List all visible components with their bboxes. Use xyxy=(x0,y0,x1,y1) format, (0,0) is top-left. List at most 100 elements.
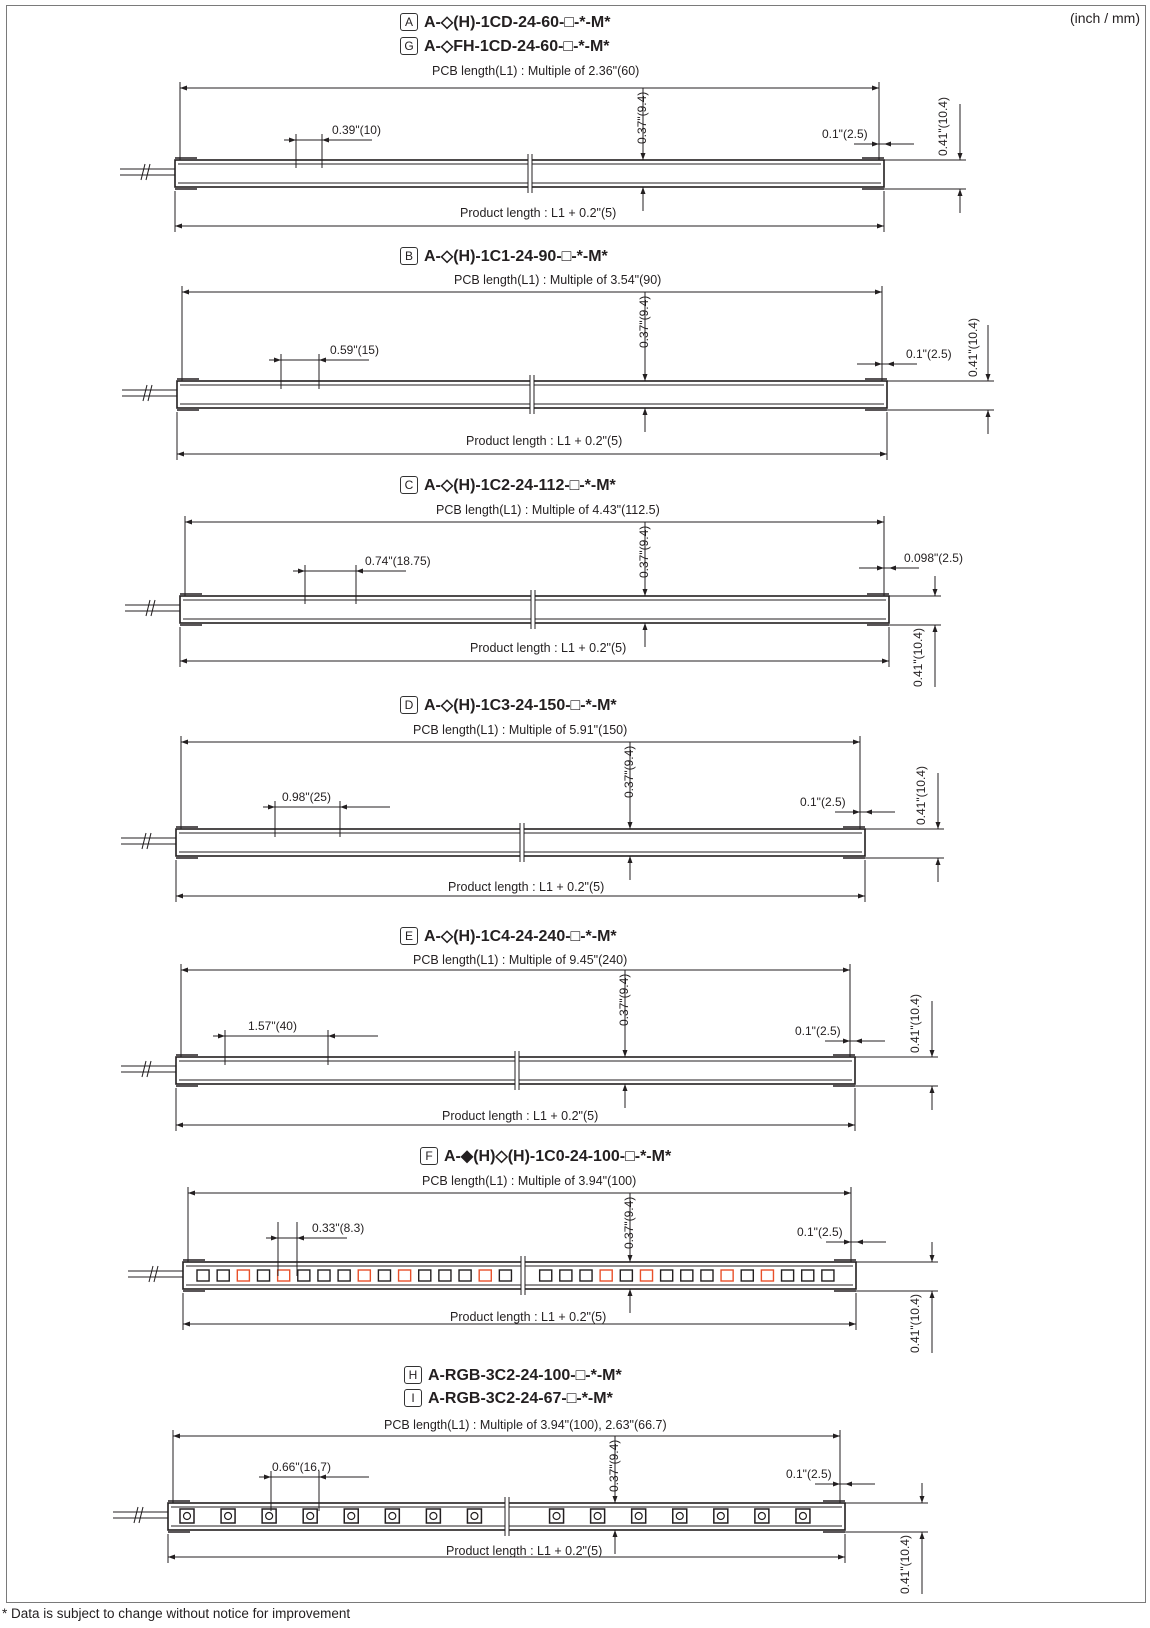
led-lens xyxy=(429,1511,438,1521)
section-f-h2-arrow-top xyxy=(929,1255,935,1262)
section-b-pcb-dim-arrow-left xyxy=(182,289,189,295)
led-chip xyxy=(478,1269,492,1282)
led-chip xyxy=(821,1269,835,1282)
model-code: A-◇(H)-1C4-24-240-□-*-M* xyxy=(424,928,617,945)
section-b-h1-arrow-top xyxy=(642,374,648,381)
section-d-pcb-dim-arrow-right xyxy=(853,739,860,745)
led-lens xyxy=(675,1511,684,1521)
section-e-cable-break-2 xyxy=(146,1060,152,1078)
section-a-h2-arrow-bottom xyxy=(957,189,963,196)
led-lens xyxy=(388,1511,397,1521)
section-h-pitch-arrow-right xyxy=(319,1474,326,1480)
section-h-product-length: Product length : L1 + 0.2"(5) xyxy=(446,1544,603,1558)
led-chip xyxy=(780,1269,795,1282)
led-chip xyxy=(397,1269,412,1282)
section-h-pcb-dim-arrow-left xyxy=(173,1433,180,1439)
section-e-pitch-arrow-right xyxy=(328,1033,335,1039)
section-h-h2-label: 0.41"(10.4) xyxy=(898,1535,912,1594)
section-a-h1-arrow-top xyxy=(640,153,646,160)
section-c-h1-label: 0.37"(9.4) xyxy=(637,525,651,578)
led-lens xyxy=(347,1511,356,1521)
section-b-pitch-arrow-right xyxy=(319,357,326,363)
section-c-h2-arrow-bottom xyxy=(932,625,938,632)
model-badge: B xyxy=(400,247,418,265)
section-a-cable-break-1 xyxy=(140,163,146,181)
drawing-frame xyxy=(6,5,1146,1603)
section-a-pitch-label: 0.39"(10) xyxy=(332,123,381,137)
section-c-break-gap xyxy=(531,590,535,629)
model-badge: A xyxy=(400,13,418,31)
section-h-pitch-label: 0.66"(16.7) xyxy=(272,1460,331,1474)
section-c-pitch-arrow-right xyxy=(356,568,363,574)
model-code: A-RGB-3C2-24-67-□-*-M* xyxy=(428,1390,613,1407)
led-lens xyxy=(634,1511,643,1521)
led-chip xyxy=(538,1269,553,1282)
led-chip xyxy=(196,1269,210,1282)
led-chip xyxy=(800,1269,815,1282)
section-f-pcb-dim-arrow-left xyxy=(188,1190,195,1196)
section-f-end-label: 0.1"(2.5) xyxy=(797,1225,843,1239)
section-f-pcb-length: PCB length(L1) : Multiple of 3.94"(100) xyxy=(422,1174,637,1188)
section-f-h2-arrow-bottom xyxy=(929,1291,935,1298)
section-b-break-gap xyxy=(530,375,534,414)
section-a-prod-arrow-left xyxy=(175,223,182,229)
section-h-model-title: I A-RGB-3C2-24-67-□-*-M* xyxy=(404,1389,613,1408)
section-e-product-length: Product length : L1 + 0.2"(5) xyxy=(442,1109,599,1123)
section-e-h2-arrow-top xyxy=(929,1050,935,1057)
led-chip xyxy=(337,1269,351,1282)
led-chip xyxy=(236,1269,251,1282)
section-f-product-length: Product length : L1 + 0.2"(5) xyxy=(450,1310,607,1324)
section-d-product-length: Product length : L1 + 0.2"(5) xyxy=(448,880,605,894)
section-c-model-title: C A-◇(H)-1C2-24-112-□-*-M* xyxy=(400,475,616,495)
led-lens xyxy=(798,1511,808,1521)
section-e-h1-label: 0.37"(9.4) xyxy=(617,973,631,1026)
led-chip xyxy=(659,1269,674,1282)
section-e-prod-arrow-right xyxy=(848,1122,855,1128)
section-d-pitch-arrow-right xyxy=(340,804,347,810)
section-f-h2-label: 0.41"(10.4) xyxy=(908,1294,922,1353)
led-chip xyxy=(760,1269,775,1282)
led-chip xyxy=(559,1269,573,1282)
led-lens xyxy=(223,1511,233,1521)
section-h-end-label: 0.1"(2.5) xyxy=(786,1467,832,1481)
section-h-cable-break-2 xyxy=(138,1506,144,1524)
section-h-h1-label: 0.37"(9.4) xyxy=(607,1439,621,1492)
section-c-product-length: Product length : L1 + 0.2"(5) xyxy=(470,641,627,655)
section-d-h1-label: 0.37"(9.4) xyxy=(622,745,636,798)
led-chip xyxy=(276,1269,291,1282)
section-b-h1-arrow-bottom xyxy=(642,408,648,415)
section-e-prod-arrow-left xyxy=(176,1122,183,1128)
led-chip xyxy=(680,1269,694,1282)
section-c-pcb-dim-arrow-right xyxy=(877,519,884,525)
led-chip xyxy=(297,1269,311,1282)
section-c-h1-arrow-top xyxy=(642,589,648,596)
model-code: A-◇(H)-1CD-24-60-□-*-M* xyxy=(424,14,611,31)
model-badge: C xyxy=(400,476,418,494)
led-chip xyxy=(639,1269,654,1282)
model-badge: E xyxy=(400,927,418,945)
section-a-h1-arrow-bottom xyxy=(640,187,646,194)
section-a-h2-arrow-top xyxy=(957,153,963,160)
section-d-h2-arrow-top xyxy=(935,822,941,829)
section-e-model-title: E A-◇(H)-1C4-24-240-□-*-M* xyxy=(400,926,617,946)
section-a-h2-label: 0.41"(10.4) xyxy=(936,97,950,156)
led-lens xyxy=(470,1511,479,1521)
section-b-end-arrow-right xyxy=(887,361,894,367)
led-chip xyxy=(720,1269,734,1282)
model-badge: F xyxy=(420,1147,438,1165)
section-e-pcb-dim-arrow-left xyxy=(181,967,188,973)
section-b-h2-arrow-top xyxy=(985,374,991,381)
model-code: A-◇(H)-1C3-24-150-□-*-M* xyxy=(424,697,617,714)
led-chip xyxy=(256,1269,271,1282)
model-badge: I xyxy=(404,1389,422,1407)
section-a-pcb-dim-arrow-left xyxy=(180,85,187,91)
section-d-h2-arrow-bottom xyxy=(935,858,941,865)
section-f-pitch-arrow-left xyxy=(271,1235,278,1241)
led-chip xyxy=(579,1269,593,1282)
model-code: A-◇(H)-1C2-24-112-□-*-M* xyxy=(424,477,616,494)
led-chip xyxy=(438,1269,452,1282)
section-d-pcb-dim-arrow-left xyxy=(181,739,188,745)
section-a-cable-break-2 xyxy=(145,163,151,181)
section-f-pitch-label: 0.33"(8.3) xyxy=(312,1221,365,1235)
